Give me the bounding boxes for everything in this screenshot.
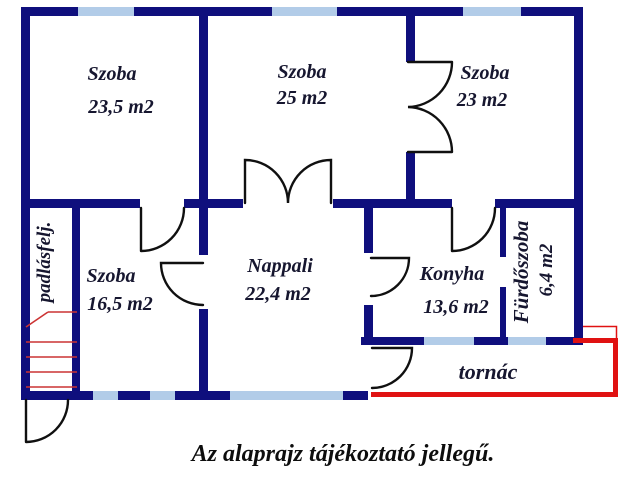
window-furdoszoba <box>508 337 546 345</box>
wall-szoba1-szoba2 <box>199 16 208 255</box>
wall-konyha-furdoszoba-lower <box>500 287 506 337</box>
porch-step-line <box>583 325 618 339</box>
wall-nappali-konyha-lower <box>364 305 373 345</box>
room-name-szoba1: Szoba <box>88 63 137 85</box>
corridor-label: padlásfelj. <box>34 222 55 305</box>
labels: Szoba 23,5 m2 Szoba 25 m2 Szoba 23 m2 Sz… <box>34 61 557 467</box>
wall-outer-right <box>574 7 583 343</box>
room-name-furdoszoba: Fürdőszoba <box>509 221 533 325</box>
wall-middle-c <box>333 199 452 208</box>
stair-step-diagonal <box>25 311 49 328</box>
porch-border <box>371 338 618 397</box>
caption-text: Az alaprajz tájékoztató jellegű. <box>190 441 495 467</box>
door-corridor-exterior <box>24 398 70 444</box>
window-szoba4-left <box>93 391 118 400</box>
wall-middle-d <box>495 199 583 208</box>
wall-szoba2-szoba3-upper <box>406 16 415 62</box>
room-name-szoba2: Szoba <box>278 61 327 83</box>
wall-szoba4-nappali <box>199 309 208 391</box>
room-name-konyha: Konyha <box>419 263 484 285</box>
windows <box>78 7 546 400</box>
doors <box>24 60 497 444</box>
door-nappali-konyha <box>369 256 411 298</box>
wall-corridor <box>72 208 80 391</box>
wall-nappali-konyha-upper <box>364 208 373 253</box>
room-name-szoba4: Szoba <box>87 265 136 287</box>
wall-konyha-furdoszoba-upper <box>500 208 506 257</box>
door-szoba4-nappali <box>159 261 205 307</box>
window-nappali <box>230 391 343 400</box>
room-name-nappali: Nappali <box>246 255 313 277</box>
window-szoba2 <box>272 7 337 16</box>
wall-outer-bottom <box>21 391 368 400</box>
room-area-szoba3: 23 m2 <box>456 89 508 111</box>
door-porch-entrance <box>370 346 414 390</box>
wall-middle-a <box>21 199 140 208</box>
porch-label: tornác <box>459 359 518 384</box>
wall-szoba2-szoba3-lower <box>406 152 415 208</box>
room-area-konyha: 13,6 m2 <box>423 296 489 318</box>
porch-outline <box>371 325 618 397</box>
door-szoba3-konyha <box>450 206 497 253</box>
window-szoba1 <box>78 7 134 16</box>
door-double-szoba2-nappali <box>243 158 333 205</box>
window-konyha <box>424 337 474 345</box>
room-area-szoba4: 16,5 m2 <box>87 293 153 315</box>
window-szoba3 <box>463 7 521 16</box>
room-name-szoba3: Szoba <box>461 62 510 84</box>
attic-stairs <box>25 311 77 388</box>
door-szoba1-szoba4 <box>139 206 186 253</box>
room-area-nappali: 22,4 m2 <box>244 283 311 305</box>
room-area-furdoszoba: 6,4 m2 <box>536 243 557 296</box>
door-double-szoba2-szoba3 <box>406 60 454 154</box>
window-szoba4-right <box>150 391 175 400</box>
wall-middle-b <box>184 199 243 208</box>
room-area-szoba1: 23,5 m2 <box>87 96 154 118</box>
room-area-szoba2: 25 m2 <box>276 87 328 109</box>
